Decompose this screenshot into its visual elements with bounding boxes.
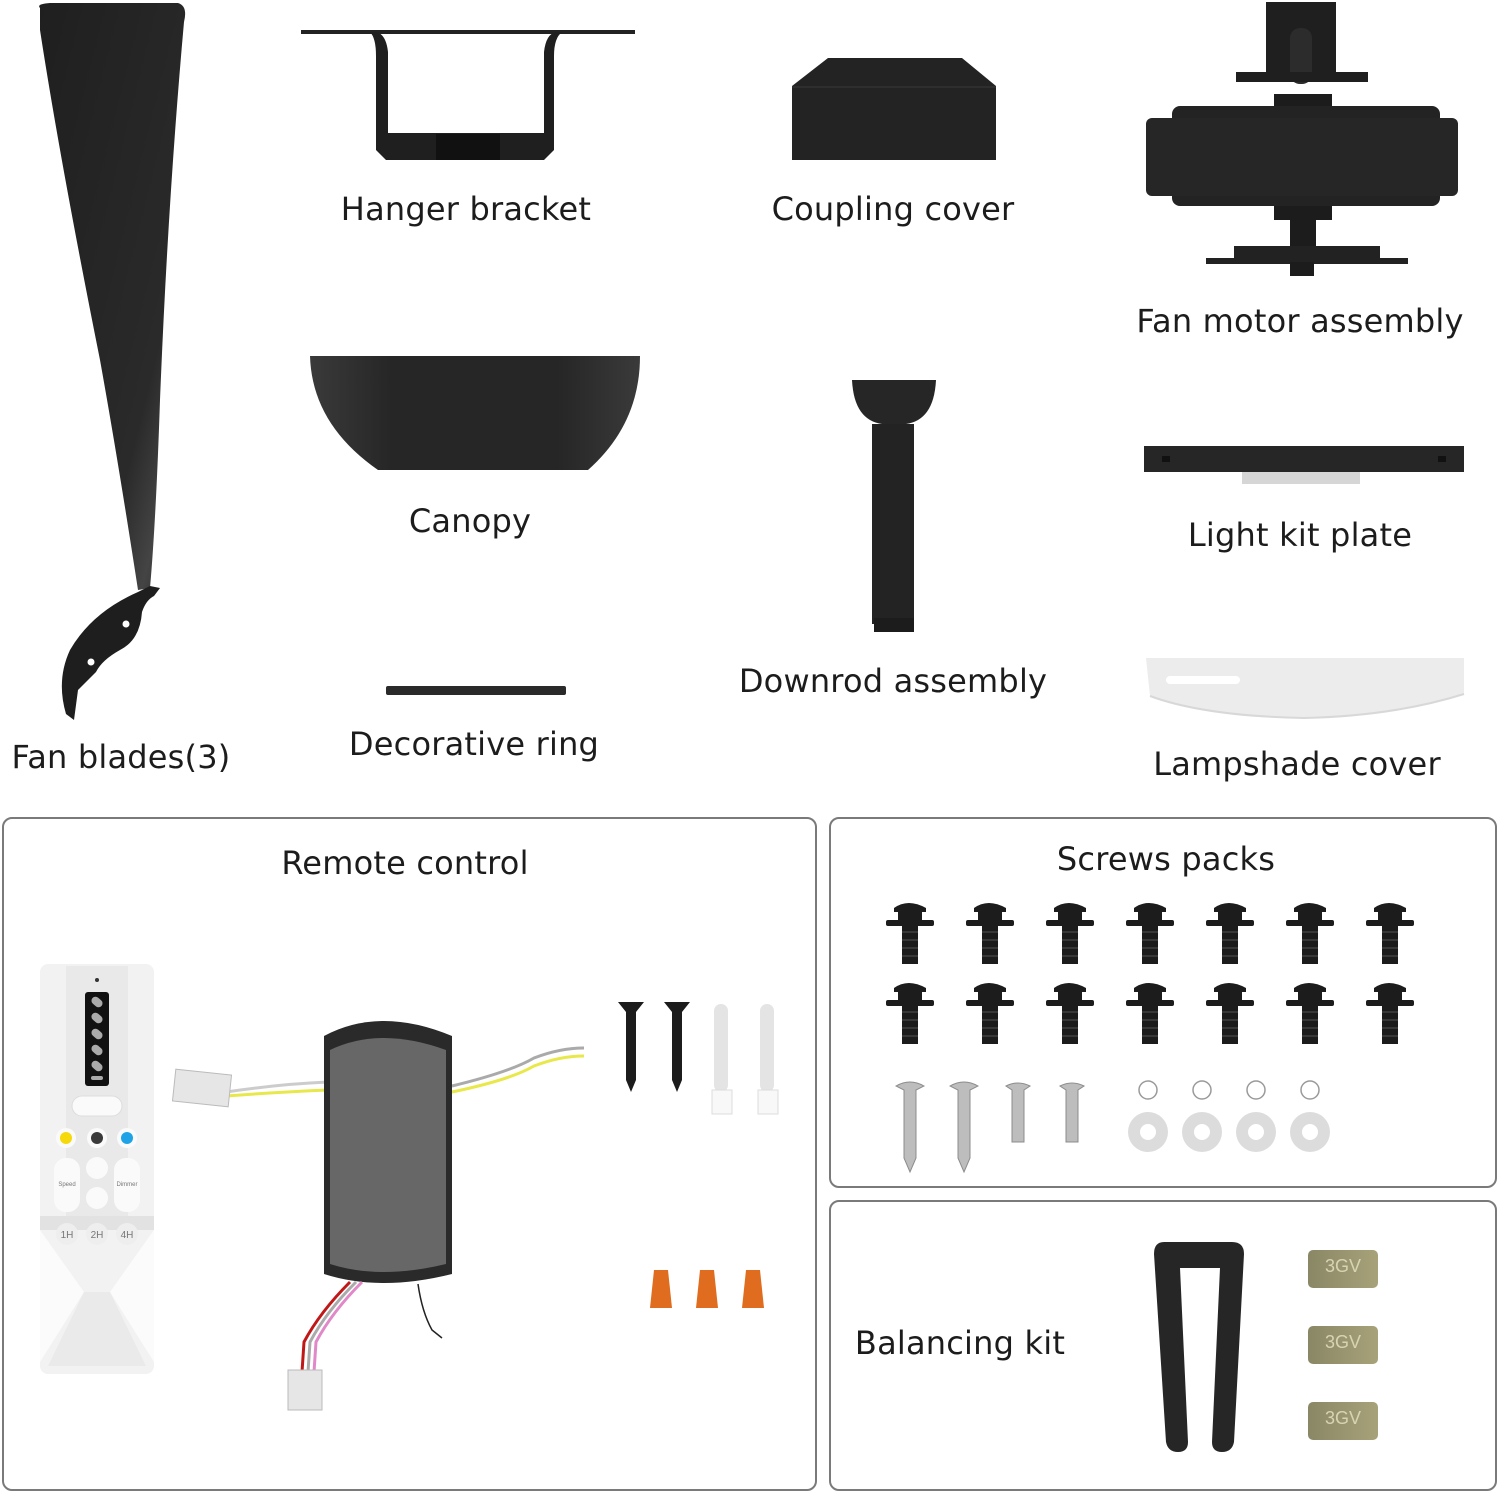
screws-packs-title: Screws packs [1056, 840, 1276, 878]
decorative-ring-image [386, 686, 566, 695]
lampshade-cover-image [1146, 658, 1465, 720]
fan-blades-label: Fan blades(3) [11, 738, 231, 776]
washers-image [1128, 1080, 1330, 1152]
remote-handset-image[interactable]: Speed Dimmer 1H 2H 4H [36, 962, 160, 1376]
downrod-assembly-label: Downrod assembly [738, 662, 1048, 700]
svg-text:Speed: Speed [58, 1182, 75, 1188]
receiver-module-image [171, 1021, 585, 1411]
silver-screws-image [894, 1081, 1085, 1174]
coupling-cover-label: Coupling cover [771, 190, 1015, 228]
svg-text:Dimmer: Dimmer [117, 1182, 138, 1188]
balancing-kit-title: Balancing kit [854, 1324, 1066, 1362]
coupling-cover-image [792, 58, 996, 160]
canopy-image [310, 356, 640, 470]
hanger-bracket-label: Hanger bracket [340, 190, 592, 228]
fan-motor-assembly-label: Fan motor assembly [1136, 302, 1464, 340]
fan-blade-image [39, 3, 186, 720]
weight-stamp: 3GV [1324, 1256, 1362, 1276]
light-kit-plate-image [1144, 446, 1464, 484]
light-kit-plate-label: Light kit plate [1187, 516, 1413, 554]
black-screws-image [885, 902, 1415, 1045]
wall-screws-image [618, 1002, 690, 1092]
decorative-ring-label: Decorative ring [348, 725, 600, 763]
remote-control-title: Remote control [281, 844, 529, 882]
svg-text:4H: 4H [121, 1230, 134, 1241]
weight-stamp: 3GV [1324, 1408, 1362, 1428]
balancing-weights-image [1308, 1250, 1378, 1440]
balancing-clip-image [1154, 1242, 1244, 1452]
weight-stamp: 3GV [1324, 1332, 1362, 1352]
canopy-label: Canopy [408, 502, 532, 540]
fan-motor-image [1146, 2, 1458, 276]
lampshade-cover-label: Lampshade cover [1153, 745, 1441, 783]
downrod-image [852, 380, 936, 632]
hanger-bracket-image [301, 30, 635, 160]
svg-text:2H: 2H [91, 1230, 104, 1241]
svg-text:1H: 1H [61, 1230, 74, 1241]
wall-anchors-image [711, 1004, 779, 1115]
wire-nuts-image [650, 1270, 764, 1308]
